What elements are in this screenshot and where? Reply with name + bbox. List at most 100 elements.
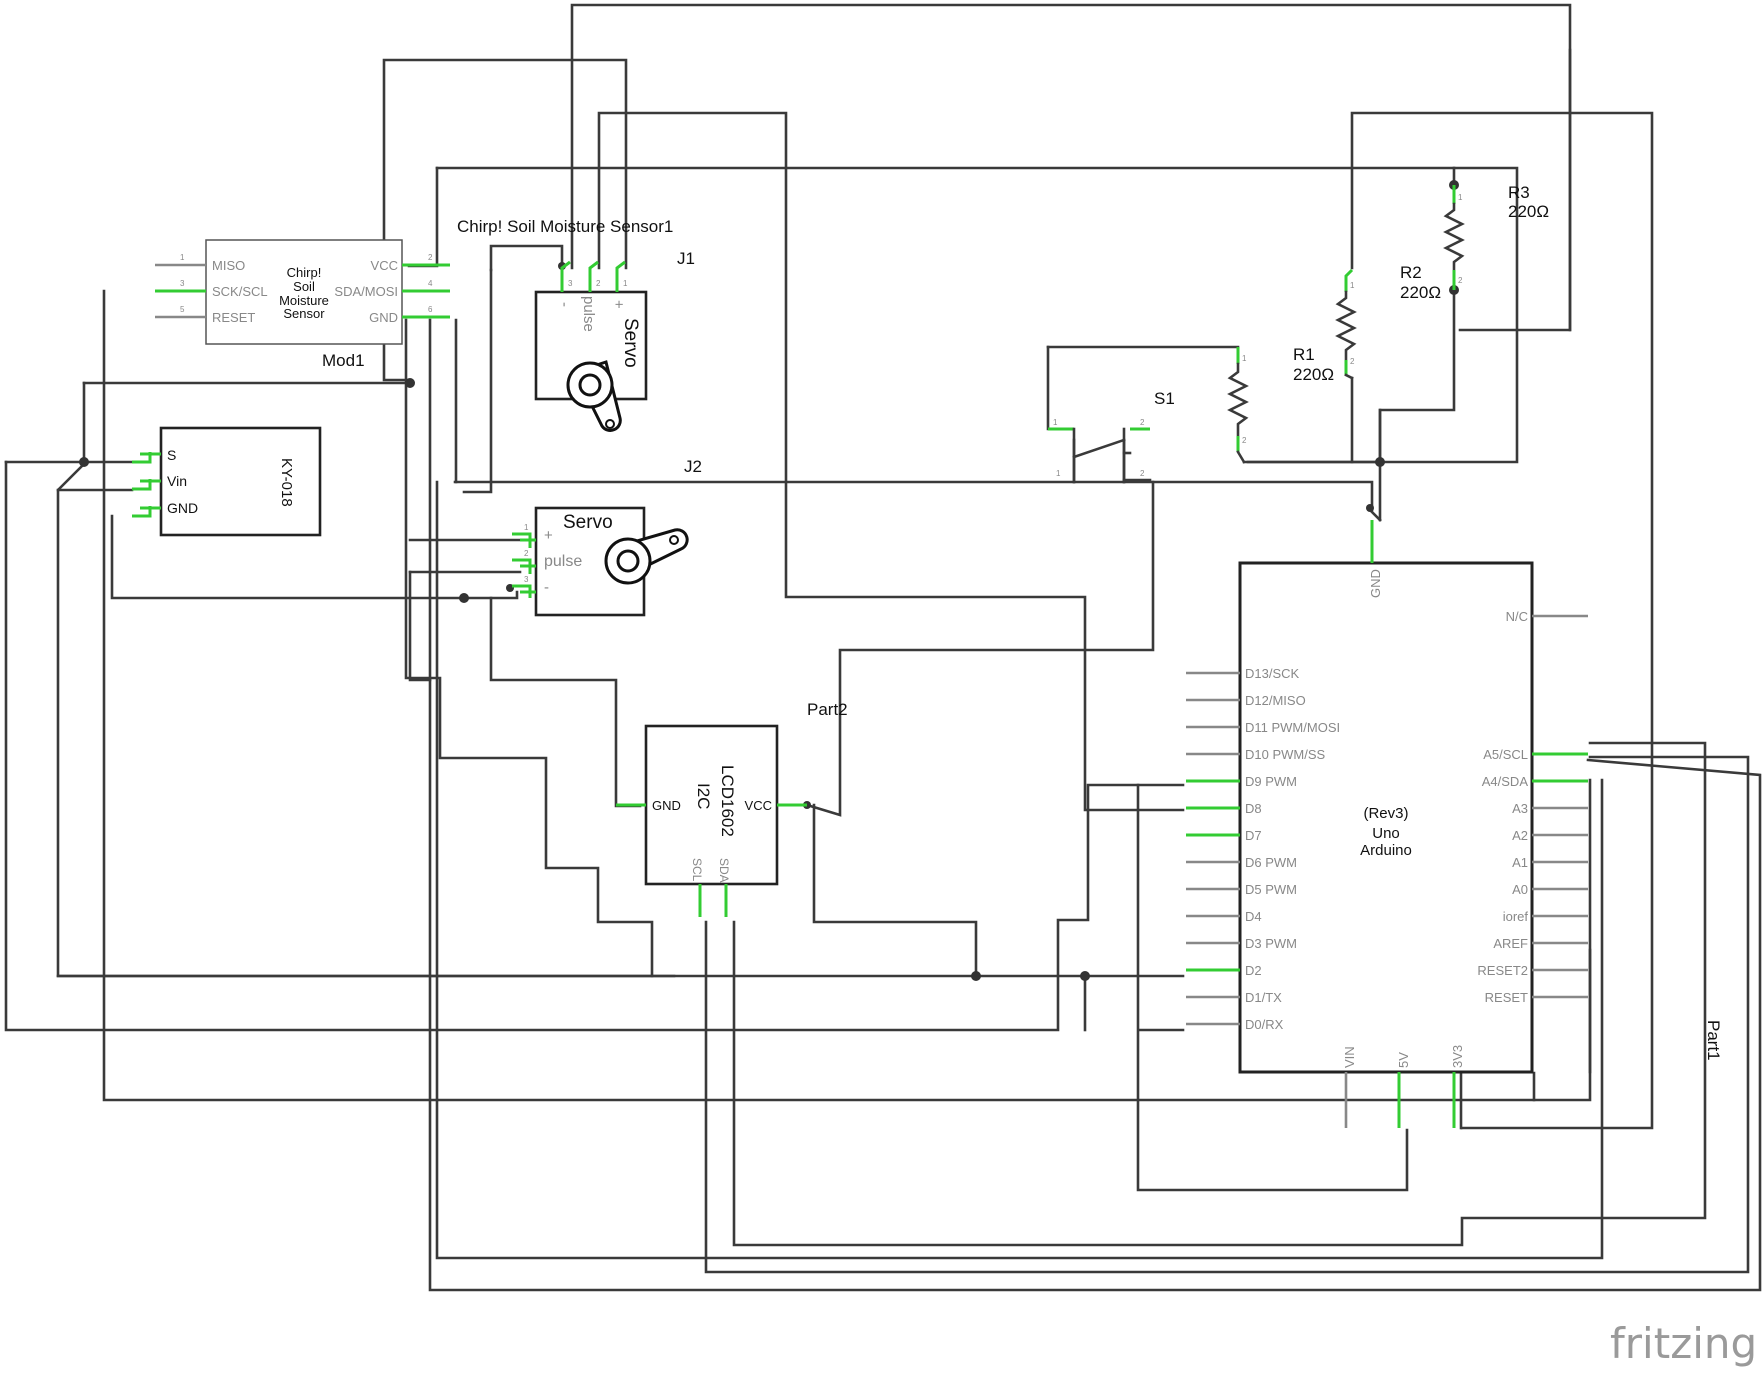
wire[interactable] (1368, 508, 1382, 522)
pin-num: 1 (180, 253, 185, 262)
wire[interactable] (408, 570, 432, 682)
pin-label: D7 (1245, 828, 1262, 843)
pin-label: A5/SCL (1483, 747, 1528, 762)
arduino-pin-d9-pwm[interactable]: D9 PWM (1186, 774, 1297, 789)
pin-label: SDA/MOSI (334, 284, 398, 299)
lcd1602[interactable]: GND VCC SCL SDA LCD1602 I2C Part2 (616, 700, 848, 917)
wire[interactable] (462, 268, 493, 494)
arduino-pin-a4-sda[interactable]: A4/SDA (1482, 774, 1588, 789)
pin-pulse[interactable] (588, 260, 599, 292)
pin-num: 1 (1053, 418, 1058, 427)
arduino-pin-d11-pwm-mosi[interactable]: D11 PWM/MOSI (1186, 720, 1340, 735)
wire[interactable] (1350, 111, 1654, 1130)
left-pin-column: D13/SCK D12/MISO D11 PWM/MOSI D10 PWM/SS D9 … (1186, 666, 1340, 1032)
arduino-pin-reset[interactable]: RESET (1485, 990, 1588, 1005)
pin-label: RESET (1485, 990, 1528, 1005)
arduino-pin-d1-tx[interactable]: D1/TX (1186, 990, 1282, 1005)
pin-num: 2 (1242, 436, 1247, 445)
pin-label: D0/RX (1245, 1017, 1284, 1032)
wire[interactable] (382, 58, 628, 382)
wire[interactable] (110, 514, 519, 600)
wire[interactable] (407, 166, 439, 268)
wire[interactable] (489, 596, 642, 808)
resistor-r2-label: R2 220Ω (1400, 263, 1441, 302)
servo-j1[interactable]: 3 2 1 - pulse + Servo J1 (534, 249, 695, 432)
pin-num: 1 (623, 279, 628, 288)
arduino-pin-d8[interactable]: D8 (1186, 801, 1262, 816)
pin-num: 2 (1140, 469, 1145, 478)
part-sub: I2C (694, 783, 713, 809)
arduino-pin-d10-pwm-ss[interactable]: D10 PWM/SS (1186, 747, 1326, 762)
arduino-pin-n-c[interactable]: N/C (1506, 609, 1588, 624)
part-body-text: Soil (293, 279, 315, 294)
wire[interactable] (453, 480, 1374, 512)
pin-minus[interactable] (560, 260, 571, 292)
arduino-pin-d5-pwm[interactable]: D5 PWM (1186, 882, 1297, 897)
servo-j2[interactable]: 1 2 3 + pulse - Servo J2 (512, 457, 702, 617)
pin-num: 2 (1350, 357, 1355, 366)
junction-dot (1080, 971, 1090, 981)
servo-horn-icon (566, 360, 622, 432)
part-body-text: Sensor (283, 306, 325, 321)
arduino-pin-d3-pwm[interactable]: D3 PWM (1186, 936, 1297, 951)
arduino-pin-aref[interactable]: AREF (1493, 936, 1588, 951)
pin-label: D13/SCK (1245, 666, 1300, 681)
wire[interactable] (597, 111, 1185, 812)
pin-label: D6 PWM (1245, 855, 1297, 870)
wire[interactable] (489, 244, 564, 272)
arduino-pin-a2[interactable]: A2 (1512, 828, 1588, 843)
resistor-unnamed[interactable]: 1 2 (1227, 347, 1249, 464)
switch-s1[interactable]: 1 2 1 2 S1 (1048, 389, 1175, 484)
resistor-r1[interactable]: 1 2 R1 220Ω (1293, 268, 1357, 384)
ky018-module[interactable]: S Vin GND KY-018 (132, 426, 322, 537)
part-name: LCD1602 (718, 765, 737, 837)
pin-label: SCL (690, 858, 704, 882)
part-ref: Part2 (807, 700, 848, 719)
wire[interactable] (732, 741, 1707, 1247)
wire[interactable] (1136, 783, 1409, 1192)
wire[interactable] (102, 289, 1536, 1102)
arduino-pin-d6-pwm[interactable]: D6 PWM (1186, 855, 1297, 870)
wire[interactable] (435, 778, 1604, 1260)
arduino-pin-reset2[interactable]: RESET2 (1477, 963, 1588, 978)
arduino-pin-d7[interactable]: D7 (1186, 828, 1262, 843)
wire[interactable] (805, 480, 1155, 817)
arduino-pin-ioref[interactable]: ioref (1503, 909, 1588, 924)
wire[interactable] (1532, 778, 1592, 1102)
arduino-pin-d12-miso[interactable]: D12/MISO (1186, 693, 1306, 708)
pin-label: - (556, 302, 573, 307)
chirp-sensor[interactable]: 1 3 5 2 4 6 MISO SCK/SCL RESET VCC SDA/M… (155, 239, 450, 370)
part-ref: Mod1 (322, 351, 365, 370)
arduino-pin-a0[interactable]: A0 (1512, 882, 1588, 897)
pin-label: + (544, 527, 553, 544)
part-ref: S1 (1154, 389, 1175, 408)
pin-num: 1 (1242, 354, 1247, 363)
pin-num: 3 (180, 279, 185, 288)
pin-label: 3V3 (1450, 1045, 1465, 1068)
arduino-pin-a5-scl[interactable]: A5/SCL (1483, 747, 1588, 762)
arduino-pin-a3[interactable]: A3 (1512, 801, 1588, 816)
wire[interactable] (704, 755, 1750, 1274)
wire[interactable] (404, 318, 654, 978)
board-name: (Rev3) (1363, 805, 1408, 822)
pin-label: A2 (1512, 828, 1528, 843)
wire[interactable] (428, 318, 1762, 1292)
wire[interactable] (4, 460, 1185, 1032)
arduino-pin-d0-rx[interactable]: D0/RX (1186, 1017, 1284, 1032)
pin-label: D12/MISO (1245, 693, 1306, 708)
wire[interactable] (570, 3, 1572, 332)
arduino-pin-d13-sck[interactable]: D13/SCK (1186, 666, 1300, 681)
wire[interactable] (812, 803, 978, 978)
arduino-pin-d4[interactable]: D4 (1186, 909, 1262, 924)
pin-label: RESET2 (1477, 963, 1528, 978)
junction-dot (405, 378, 415, 388)
arduino-pin-d2[interactable]: D2 (1186, 963, 1262, 978)
pin-label: N/C (1506, 609, 1528, 624)
pin-plus[interactable] (615, 260, 626, 292)
part-value: 220Ω (1508, 202, 1549, 221)
resistor-r3[interactable]: 1 2 R3 220Ω (1443, 183, 1549, 290)
board-name: Uno (1372, 825, 1400, 842)
arduino-pin-a1[interactable]: A1 (1512, 855, 1588, 870)
